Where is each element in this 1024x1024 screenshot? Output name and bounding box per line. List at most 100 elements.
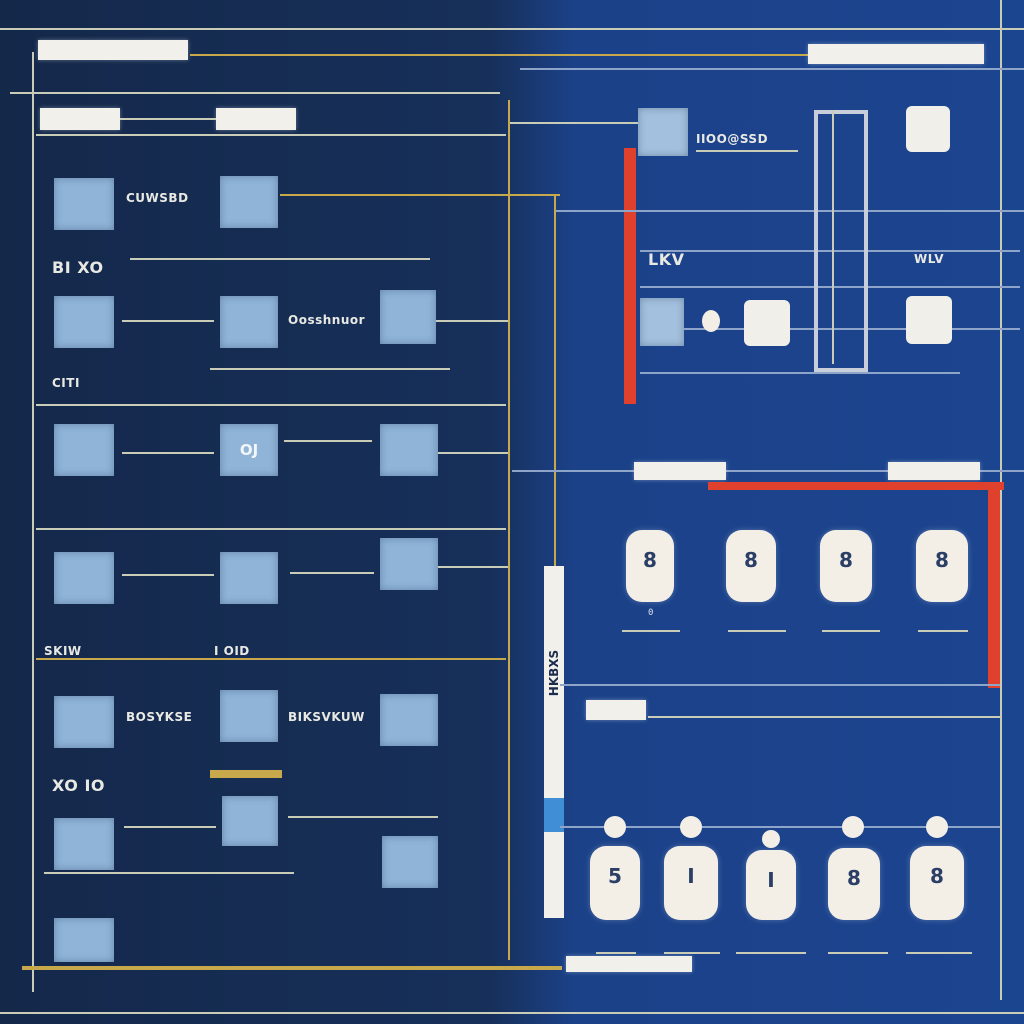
- row-line: [122, 574, 214, 576]
- bottom-block-line: [560, 826, 1000, 828]
- left-panel-tab-2[interactable]: [216, 108, 296, 130]
- red-marker-vertical: [624, 148, 636, 404]
- right-label: LKV: [648, 250, 685, 269]
- top-left-tab[interactable]: [38, 40, 188, 60]
- node-tile[interactable]: [220, 690, 278, 742]
- top-node-tile[interactable]: [638, 108, 688, 156]
- person-head: [680, 816, 702, 838]
- right-label: WLV: [914, 252, 945, 266]
- right-line: [556, 210, 1024, 212]
- node-tile[interactable]: [380, 694, 438, 746]
- row-label: Oosshnuor: [288, 313, 366, 327]
- right-node-tile[interactable]: [640, 298, 684, 346]
- node-underline: [622, 630, 680, 632]
- node-tile[interactable]: [220, 552, 278, 604]
- person-node[interactable]: 8: [910, 846, 964, 920]
- node-tile[interactable]: [380, 290, 436, 344]
- top-right-tab[interactable]: [808, 44, 984, 64]
- row-label: CUWSBD: [126, 191, 189, 205]
- person-underline: [828, 952, 888, 954]
- left-panel-tab-1[interactable]: [40, 108, 120, 130]
- right-line: [640, 250, 1020, 252]
- node-tile[interactable]: [382, 836, 438, 888]
- right-column-inner: [832, 110, 834, 364]
- vertical-label-marker: [544, 798, 564, 832]
- node-tile[interactable]: [220, 296, 278, 348]
- node-tile[interactable]: [54, 424, 114, 476]
- right-node-card[interactable]: [744, 300, 790, 346]
- mid-bottom-tab[interactable]: [586, 700, 646, 720]
- section-line: [210, 368, 450, 370]
- bottom-tile[interactable]: [54, 918, 114, 962]
- node-glyph: 8: [935, 548, 949, 572]
- person-node[interactable]: 8: [828, 848, 880, 920]
- red-marker-horizontal: [708, 482, 1004, 490]
- mid-tab-right[interactable]: [888, 462, 980, 480]
- row-line: [290, 572, 374, 574]
- node-tile[interactable]: [380, 538, 438, 590]
- left-panel-divider: [36, 134, 506, 136]
- node-glyph: 8: [930, 864, 944, 888]
- top-frame-line: [0, 28, 1024, 30]
- right-line: [640, 286, 1020, 288]
- mid-tab-left[interactable]: [634, 462, 726, 480]
- red-marker-vertical-2: [988, 482, 1000, 688]
- glyph-node[interactable]: 8: [726, 530, 776, 602]
- section-label: CITI: [52, 376, 80, 390]
- person-head: [604, 816, 626, 838]
- section-label: SKIW: [44, 644, 82, 658]
- node-glyph: 8: [643, 548, 657, 572]
- node-tile[interactable]: [380, 424, 438, 476]
- section-label: I OID: [214, 644, 250, 658]
- person-underline: [596, 952, 636, 954]
- left-frame-line: [32, 52, 34, 992]
- left-panel-spine: [508, 100, 510, 960]
- highlight-bar: [210, 770, 282, 778]
- section-divider: [36, 528, 506, 530]
- section-line: [130, 258, 430, 260]
- node-tile[interactable]: [54, 696, 114, 748]
- section-divider: [36, 404, 506, 406]
- node-underline: [728, 630, 786, 632]
- section-label: XO IO: [52, 776, 105, 795]
- mid-bottom-line: [560, 684, 1000, 686]
- person-head: [842, 816, 864, 838]
- node-tile[interactable]: [54, 818, 114, 870]
- node-tile[interactable]: [54, 552, 114, 604]
- mid-top-line: [512, 470, 1024, 472]
- bottom-frame-line: [0, 1012, 1024, 1014]
- person-underline: [664, 952, 720, 954]
- node-tile[interactable]: [54, 296, 114, 348]
- row-line: [284, 440, 372, 442]
- node-tile[interactable]: [54, 178, 114, 230]
- person-node[interactable]: 5: [590, 846, 640, 920]
- node-glyph: 5: [608, 864, 622, 888]
- glyph-node[interactable]: 8: [916, 530, 968, 602]
- person-node[interactable]: I: [664, 846, 718, 920]
- glyph-node[interactable]: 8: [626, 530, 674, 602]
- node-glyph: I: [687, 864, 695, 888]
- node-tile[interactable]: [220, 176, 278, 228]
- left-panel-header-line: [10, 92, 500, 94]
- node-glyph: 8: [744, 548, 758, 572]
- right-line: [640, 328, 1020, 330]
- node-glyph: 8: [847, 866, 861, 890]
- right-column-frame: [814, 110, 868, 372]
- vertical-label-bar: HKBXS: [544, 566, 564, 918]
- node-tile[interactable]: [222, 796, 278, 846]
- right-top-title: IIOO@SSD: [696, 132, 769, 146]
- node-tile[interactable]: OJ: [220, 424, 278, 476]
- row-line: [124, 826, 216, 828]
- right-line: [696, 150, 798, 152]
- right-card-bottom[interactable]: [906, 296, 952, 344]
- section-label: BI XO: [52, 258, 104, 277]
- glyph-node[interactable]: 8: [820, 530, 872, 602]
- right-card-top[interactable]: [906, 106, 950, 152]
- bottom-center-tab[interactable]: [566, 956, 692, 972]
- person-node[interactable]: I: [746, 850, 796, 920]
- left-panel-tab-line: [120, 118, 216, 120]
- right-line: [640, 372, 960, 374]
- row-connector: [436, 320, 508, 322]
- top-right-line: [520, 68, 1024, 70]
